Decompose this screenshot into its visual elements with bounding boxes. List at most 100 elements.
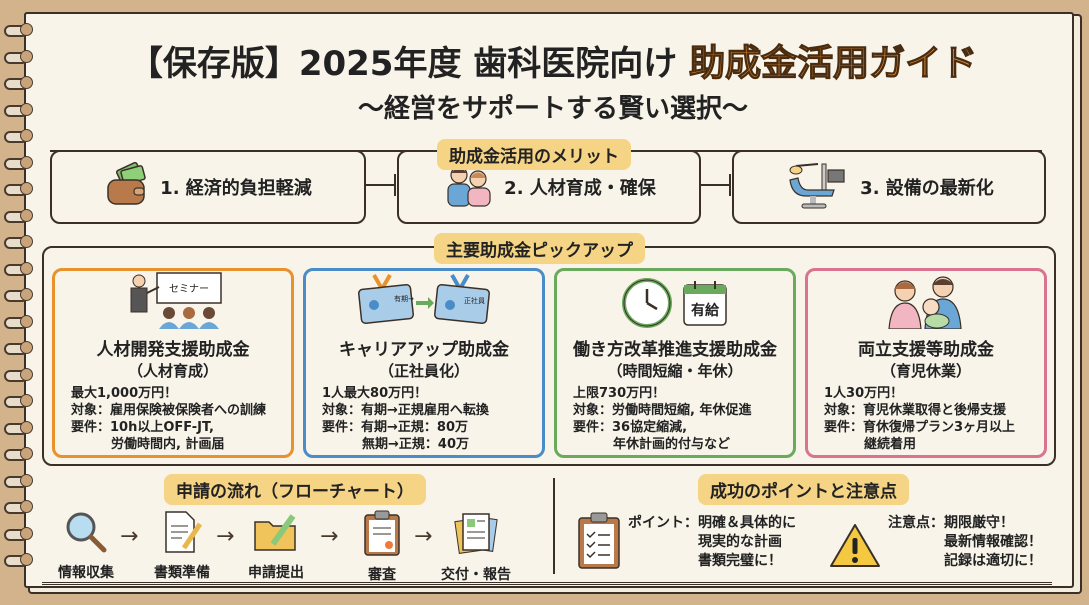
folder-pen-icon	[253, 514, 299, 558]
spiral-ring	[2, 287, 33, 302]
spiral-ring	[2, 446, 33, 461]
card-requirement: 要件：36協定縮減,	[573, 420, 688, 435]
section-divider	[553, 478, 555, 574]
svg-text:セミナー: セミナー	[169, 283, 209, 295]
card-amount: 1人30万円！	[824, 386, 904, 401]
page-title: 【保存版】2025年度 歯科医院向け 助成金活用ガイド	[48, 34, 1058, 86]
title-accent: 助成金活用ガイド	[689, 42, 978, 84]
success-tips: ポイント： 明確＆具体的に 現実的な計画 書類完璧に！ 注意点： 期限厳守！ 最…	[570, 512, 1050, 584]
arrow-icon: →	[320, 524, 339, 549]
arrow-icon: →	[216, 524, 235, 549]
arrow-icon: →	[120, 524, 139, 549]
arrow-icon: →	[414, 524, 433, 549]
flow-step-label: 交付・報告	[441, 567, 511, 583]
card-subtitle: （正社員化）	[378, 362, 469, 380]
card-target: 対象：育児休業取得と後帰支援	[824, 403, 1007, 418]
bottom-frame	[42, 472, 1052, 585]
svg-text:有給: 有給	[691, 302, 720, 319]
cautions-label: 注意点：	[888, 515, 944, 531]
spiral-ring	[2, 128, 33, 143]
tips-badge: 成功のポイントと注意点	[698, 474, 909, 505]
flow-step-label: 申請提出	[248, 565, 304, 581]
flow-step-3: 申請提出	[236, 510, 316, 582]
card-requirement-cont: 労働時間内, 計画届	[111, 437, 225, 452]
document-pen-icon	[160, 511, 204, 558]
title-prefix: 【保存版】2025年度 歯科医院向け	[128, 44, 690, 84]
checklist-icon	[576, 512, 622, 574]
card-requirement-cont: 年休計画的付与など	[613, 437, 731, 452]
card-requirement: 要件：有期→正規：80万	[322, 420, 468, 435]
seminar-icon: セミナー	[113, 271, 233, 333]
spiral-ring	[2, 340, 33, 355]
dental-chair-icon	[784, 160, 850, 215]
flow-step-label: 情報収集	[58, 565, 114, 581]
card-name: 働き方改革推進支援助成金	[573, 340, 777, 360]
point-item: 書類完璧に！	[698, 553, 782, 569]
warning-icon	[828, 522, 882, 574]
card-name: 人材開発支援助成金	[96, 340, 250, 360]
point-item: 明確＆具体的に	[698, 515, 796, 531]
flow-badge: 申請の流れ（フローチャート）	[164, 474, 426, 505]
caution-item: 記録は適切に！	[944, 553, 1042, 569]
subsidy-card-career-up: 有期→ 正社員 キャリアアップ助成金 （正社員化） 1人最大80万円！ 対象：有…	[303, 268, 545, 458]
caution-item: 最新情報確認！	[944, 534, 1042, 550]
magnifier-icon	[64, 512, 108, 558]
subsidy-card-hatarakikata: 有給 働き方改革推進支援助成金 （時間短縮・年休） 上限730万円！ 対象：労働…	[554, 268, 796, 458]
staff-people-icon	[442, 162, 494, 213]
merit-item-3: 3. 設備の最新化	[732, 150, 1046, 224]
merit-item-1: 1. 経済的負担軽減	[50, 150, 366, 224]
svg-text:有期→: 有期→	[394, 294, 414, 303]
spiral-ring	[2, 181, 33, 196]
merit-connector	[699, 174, 731, 196]
svg-text:正社員: 正社員	[464, 296, 485, 305]
merit-connector	[364, 174, 396, 196]
card-amount: 上限730万円！	[573, 386, 666, 401]
spiral-ring	[2, 420, 33, 435]
spiral-ring	[2, 367, 33, 382]
flow-step-label: 書類準備	[154, 565, 210, 581]
id-card-convert-icon: 有期→ 正社員	[354, 273, 494, 333]
page-subtitle: 〜経営をサポートする賢い選択〜	[357, 94, 748, 124]
card-target: 対象：雇用保険被保険者への訓練	[71, 403, 267, 418]
card-requirement: 要件：10h以上OFF-JT,	[71, 420, 214, 435]
card-subtitle: （人材育成）	[127, 362, 218, 380]
spiral-ring	[2, 75, 33, 90]
card-target: 対象：労働時間短縮, 年休促進	[573, 403, 752, 418]
spiral-ring	[2, 393, 33, 408]
card-subtitle: （時間短縮・年休）	[607, 362, 743, 380]
spiral-ring	[2, 208, 33, 223]
flow-step-1: 情報収集	[46, 510, 126, 582]
card-target: 対象：有期→正規雇用へ転換	[322, 403, 489, 418]
spiral-ring	[2, 552, 33, 567]
card-amount: 最大1,000万円！	[71, 386, 178, 401]
spiral-ring	[2, 499, 33, 514]
flow-step-5: 交付・報告	[436, 510, 516, 584]
spiral-ring	[2, 22, 33, 37]
points-label: ポイント：	[628, 515, 698, 531]
card-subtitle: （育児休業）	[880, 362, 971, 380]
clipboard-stamp-icon	[362, 510, 402, 560]
spiral-ring	[2, 102, 33, 117]
flow-step-2: 書類準備	[142, 510, 222, 582]
documents-icon	[453, 513, 499, 560]
wallet-money-icon	[104, 161, 150, 213]
subsidy-card-ryoritsu: 両立支援等助成金 （育児休業） 1人30万円！ 対象：育児休業取得と後帰支援 要…	[805, 268, 1047, 458]
spiral-ring	[2, 314, 33, 329]
card-requirement-cont: 継続着用	[864, 437, 917, 452]
spiral-ring	[2, 234, 33, 249]
parents-baby-icon	[881, 273, 971, 333]
merits-badge: 助成金活用のメリット	[437, 139, 631, 170]
merit-label-2: 2. 人材育成・確保	[504, 178, 656, 199]
subsidy-card-jinzai: セミナー 人材開発支援助成金 （人材育成） 最大1,000万円！ 対象：雇用保険…	[52, 268, 294, 458]
spiral-ring	[2, 155, 33, 170]
flow-step-4: 審査	[342, 510, 422, 584]
spiral-ring	[2, 261, 33, 276]
flow-step-label: 審査	[368, 567, 396, 583]
spiral-ring	[2, 473, 33, 488]
merit-label-1: 1. 経済的負担軽減	[160, 178, 312, 199]
spiral-ring	[2, 49, 33, 64]
spiral-ring	[2, 526, 33, 541]
clock-icon	[621, 277, 673, 333]
card-name: キャリアアップ助成金	[339, 340, 509, 360]
card-name: 両立支援等助成金	[858, 340, 994, 360]
